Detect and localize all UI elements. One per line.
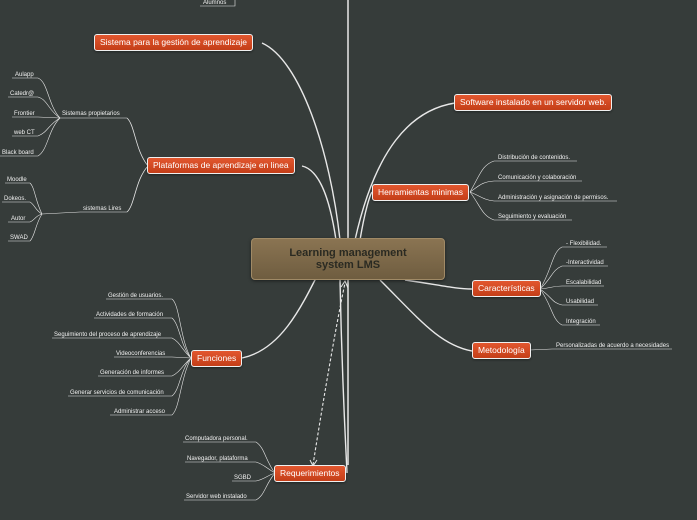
leaf-requerimiento: Servidor web instalado [186, 494, 247, 500]
top-fragment-label: Alumnos [203, 0, 226, 6]
topic-requerimientos[interactable]: Requerimientos [274, 465, 346, 482]
leaf-requerimiento: Computadora personal. [185, 436, 248, 442]
leaf-funcion: Videoconferencias [116, 351, 165, 357]
leaf-metodologia: Personalizadas de acuerdo a necesidades [556, 343, 669, 349]
leaf-funcion: Gestión de usuarios. [108, 293, 163, 299]
leaf-caracteristica: Integración [566, 319, 596, 325]
leaf-propietario: web CT [13, 130, 35, 136]
central-topic-line1: Learning management [289, 247, 407, 259]
leaf-caracteristica: -Interactividad [566, 260, 604, 266]
connector-lines [0, 0, 672, 501]
leaf-caracteristica: - Flexibilidad. [566, 241, 602, 247]
leaf-caracteristica: Usabilidad [566, 299, 594, 305]
leaf-libre: SWAD [10, 235, 28, 241]
leaf-requerimiento: SGBD [234, 475, 252, 481]
topic-funciones[interactable]: Funciones [191, 350, 243, 367]
leaf-propietario: Frontier [14, 111, 35, 117]
leaf-funcion: Actividades de formación [96, 312, 163, 318]
leaf-herramienta: Seguimiento y evaluación [498, 214, 566, 220]
leaf-funcion: Administrar acceso [114, 409, 166, 415]
leaf-requerimiento: Navegador, plataforma [187, 456, 248, 462]
sistemas-libres-label: sistemas Lires [83, 206, 121, 212]
leaf-propietario: Black board [2, 150, 34, 156]
leaf-caracteristica: Escalabilidad [566, 280, 601, 286]
leaf-herramienta: Administración y asignación de permisos. [498, 195, 609, 201]
topic-metodologia[interactable]: Metodología [472, 342, 531, 359]
central-topic-line2: system LMS [315, 259, 381, 271]
central-topic[interactable]: Learning management system LMS [251, 238, 445, 280]
topic-caracteristicas[interactable]: Características [472, 280, 541, 297]
topic-software[interactable]: Software instalado en un servidor web. [454, 94, 613, 111]
leaf-funcion: Seguimiento del proceso de aprendizaje [54, 332, 162, 338]
leaf-libre: Dokeos. [4, 196, 26, 202]
topic-herramientas[interactable]: Herramientas minimas [372, 184, 470, 201]
leaf-libre: Moodle [7, 177, 27, 183]
topic-plataformas[interactable]: Plataformas de aprendizaje en linea [147, 157, 295, 174]
leaf-herramienta: Comunicación y colaboración [498, 175, 576, 181]
leaf-propietario: Aulapp [15, 72, 34, 78]
sistemas-propietarios-label: Sistemas propietarios [62, 111, 120, 117]
leaf-herramienta: Distribución de contenidos. [498, 155, 570, 161]
topic-sistema-gestion[interactable]: Sistema para la gestión de aprendizaje [94, 34, 253, 51]
leaf-funcion: Generar servicios de comunicación [70, 390, 164, 396]
leaf-propietario: Catedr@ [10, 91, 34, 97]
leaf-funcion: Generación de informes [100, 370, 164, 376]
leaf-labels: Alumnos Sistemas propietarios Aulapp Cat… [2, 0, 669, 500]
leaf-libre: Autor [11, 216, 25, 222]
